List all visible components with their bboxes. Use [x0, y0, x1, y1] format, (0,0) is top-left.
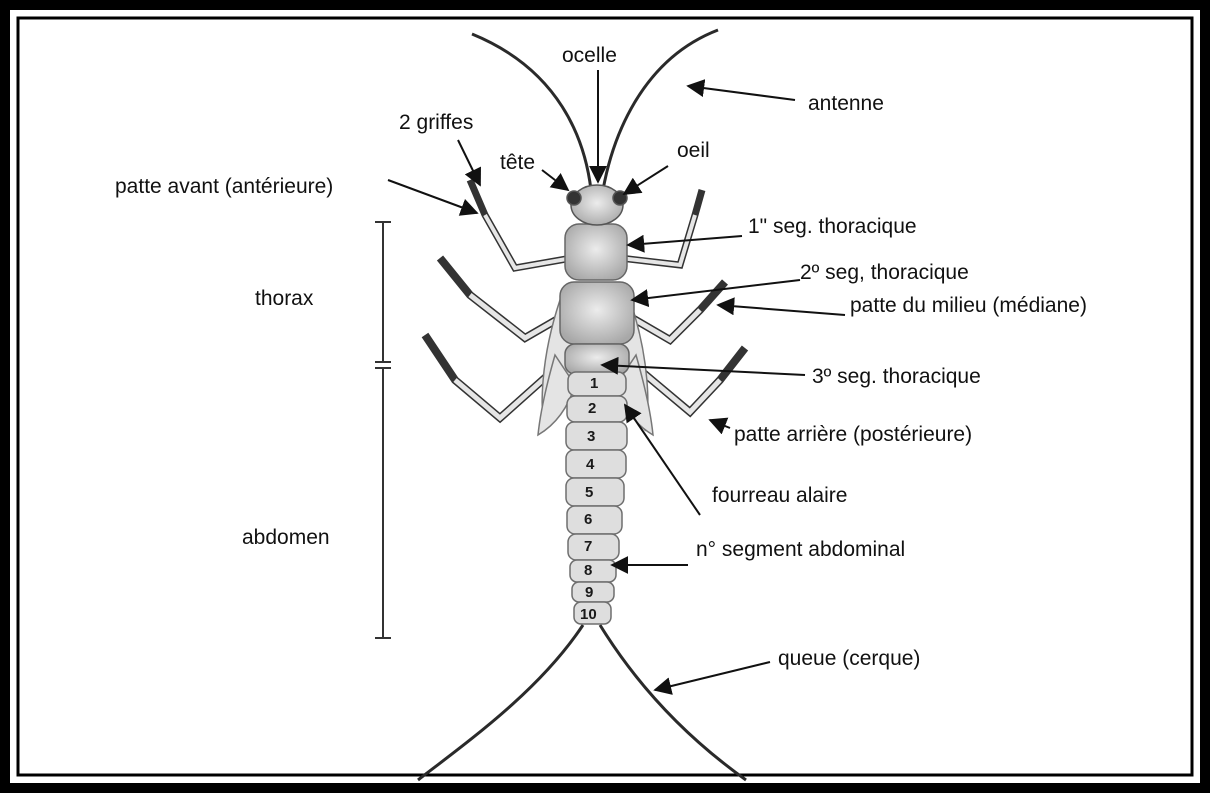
label-seg2-thoracique: 2º seg, thoracique [800, 262, 969, 283]
label-seg1-thoracique: 1" seg. thoracique [748, 216, 917, 237]
label-segment-abdominal: n° segment abdominal [696, 539, 905, 560]
label-patte-avant: patte avant (antérieure) [115, 176, 333, 197]
label-queue: queue (cerque) [778, 648, 920, 669]
label-thorax: thorax [255, 288, 313, 309]
label-2-griffes: 2 griffes [399, 112, 473, 133]
body-brackets [375, 222, 391, 638]
label-tete: tête [500, 152, 535, 173]
thorax [560, 224, 634, 374]
abdomen-segments [566, 372, 627, 624]
segment-number: 8 [584, 563, 592, 578]
label-patte-arriere: patte arrière (postérieure) [734, 424, 972, 445]
label-oeil: oeil [677, 140, 710, 161]
segment-number: 4 [586, 457, 594, 472]
segment-number: 9 [585, 585, 593, 600]
segment-number: 2 [588, 401, 596, 416]
head [567, 185, 627, 225]
label-seg3-thoracique: 3º seg. thoracique [812, 366, 981, 387]
label-patte-milieu: patte du milieu (médiane) [850, 295, 1087, 316]
segment-number: 6 [584, 512, 592, 527]
segment-number: 3 [587, 429, 595, 444]
label-abdomen: abdomen [242, 527, 330, 548]
segment-number: 1 [590, 376, 598, 391]
label-antenne: antenne [808, 93, 884, 114]
cerci [418, 625, 746, 780]
label-ocelle: ocelle [562, 45, 617, 66]
segment-number: 10 [580, 607, 597, 622]
segment-number: 7 [584, 539, 592, 554]
segment-number: 5 [585, 485, 593, 500]
label-fourreau-alaire: fourreau alaire [712, 485, 847, 506]
